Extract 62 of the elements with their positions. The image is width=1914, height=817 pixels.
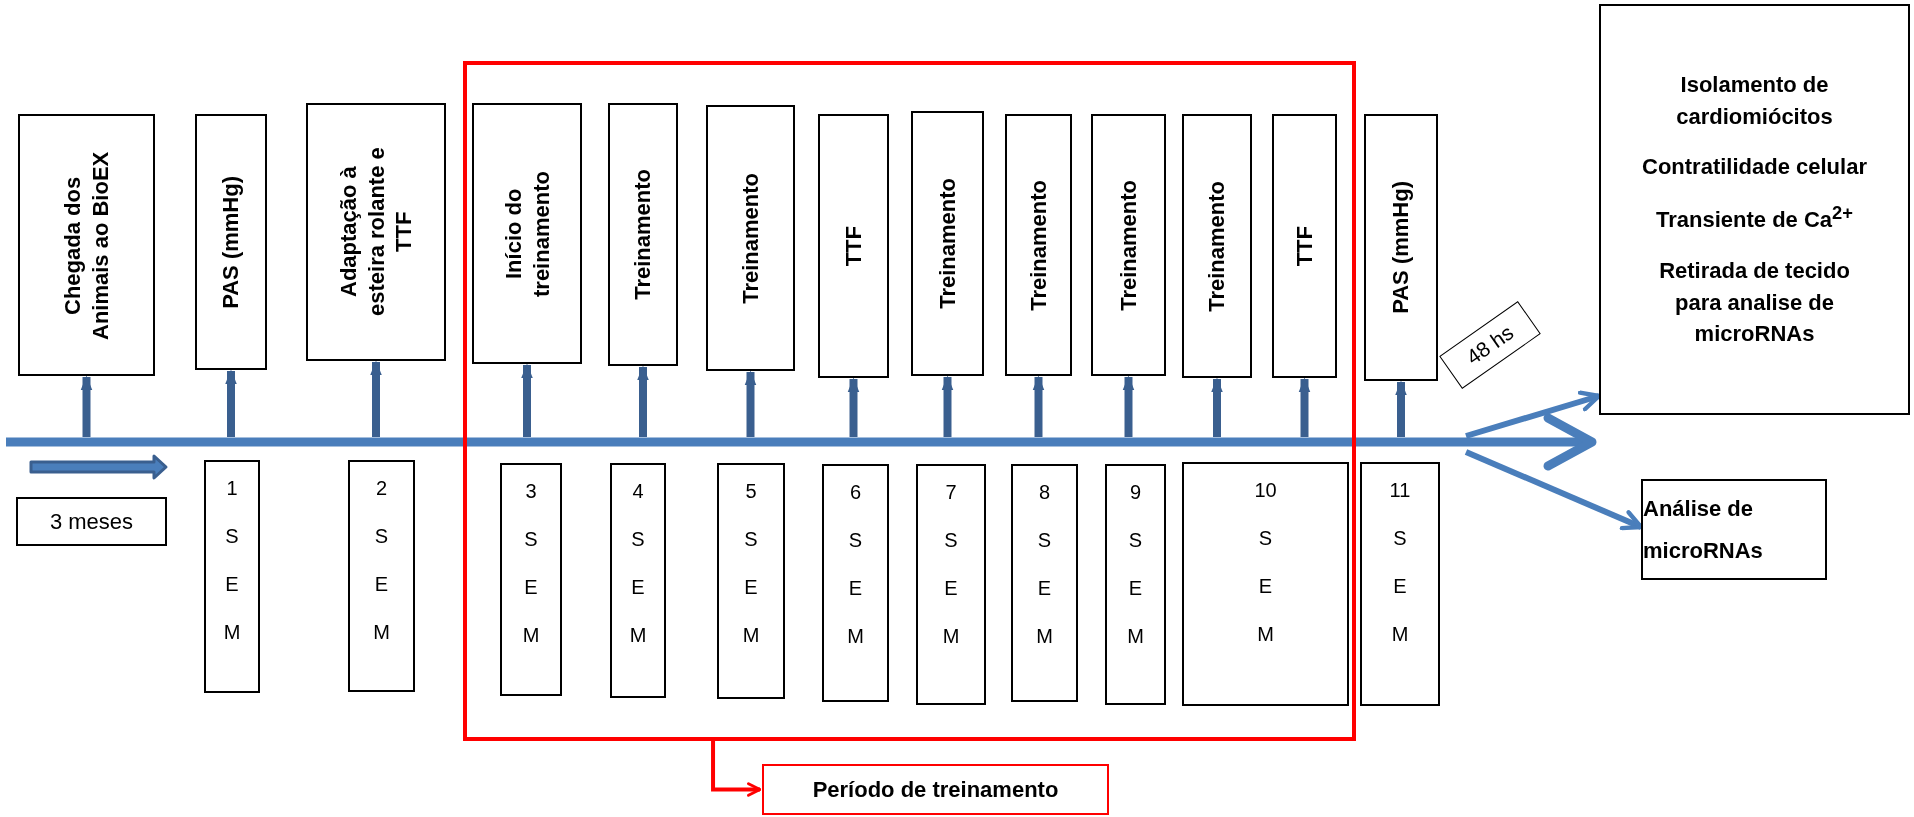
event-box	[706, 105, 795, 371]
event-label: Início do treinamento	[499, 169, 554, 299]
week-label: 3 S E M	[522, 479, 540, 648]
event-box	[1182, 114, 1252, 378]
event-label: Chegada dos Animais ao BioEX	[59, 149, 114, 342]
event-box	[911, 111, 984, 376]
week-box	[500, 463, 562, 696]
event-box	[1272, 114, 1337, 378]
week-label: 8 S E M	[1036, 480, 1053, 649]
event-box	[608, 103, 678, 366]
week-label: 9 S E M	[1127, 480, 1144, 649]
week-box	[204, 460, 260, 693]
week-label: 5 S E M	[742, 479, 760, 648]
arrow	[711, 739, 762, 797]
event-box	[1364, 114, 1438, 381]
analysis-item: Retirada de tecido para analise de microRNAs	[1658, 256, 1851, 349]
week-label: 6 S E M	[847, 480, 864, 649]
week-label: 1 S E M	[223, 476, 241, 645]
event-label: TTF	[1290, 225, 1318, 267]
period-label: Período de treinamento	[812, 776, 1059, 803]
event-box	[472, 103, 582, 364]
training-period-frame	[463, 61, 1356, 741]
week-label: 11 S E M	[1389, 478, 1411, 647]
event-label: Treinamento	[1203, 180, 1231, 312]
week-label: 2 S E M	[373, 476, 390, 645]
event-label: Treinamento	[1114, 179, 1142, 311]
week-box	[1011, 464, 1078, 702]
analysis-box	[1599, 4, 1910, 415]
duration-box	[16, 497, 167, 546]
period-box	[762, 764, 1109, 815]
analysis-label: Análise de microRNAs	[1643, 494, 1764, 565]
event-label: Treinamento	[736, 172, 764, 304]
event-label: Treinamento	[933, 178, 961, 309]
event-label: Treinamento	[629, 169, 657, 300]
interval-label: 48 hs	[1462, 320, 1518, 370]
event-box	[306, 103, 446, 361]
analysis-box	[1641, 479, 1827, 580]
event-box	[18, 114, 155, 376]
week-box	[1360, 462, 1440, 706]
event-label: TTF	[839, 225, 867, 267]
analysis-item: Contratilidade celular	[1642, 152, 1867, 181]
event-label: PAS (mmHg)	[217, 175, 245, 309]
week-box	[717, 463, 785, 699]
duration-label: 3 meses	[49, 508, 134, 535]
week-box	[822, 464, 889, 702]
event-box	[1005, 114, 1072, 376]
week-label: 10 S E M	[1254, 478, 1277, 647]
event-box	[818, 114, 889, 378]
week-box	[1105, 464, 1166, 705]
event-label: Treinamento	[1024, 179, 1052, 311]
analysis-item: Isolamento de cardiomiócitos	[1675, 70, 1834, 131]
analysis-item: Transiente de Ca$^{2+}$	[1656, 201, 1853, 235]
week-box	[1182, 462, 1349, 706]
event-label: PAS (mmHg)	[1387, 181, 1415, 314]
event-box	[195, 114, 267, 370]
event-box	[1091, 114, 1166, 376]
week-label: 7 S E M	[942, 480, 960, 649]
week-label: 4 S E M	[629, 479, 647, 648]
week-box	[610, 463, 666, 698]
week-box	[348, 460, 415, 692]
week-box	[916, 464, 986, 705]
event-label: Adaptação à esteira rolante e TTF	[334, 146, 417, 319]
